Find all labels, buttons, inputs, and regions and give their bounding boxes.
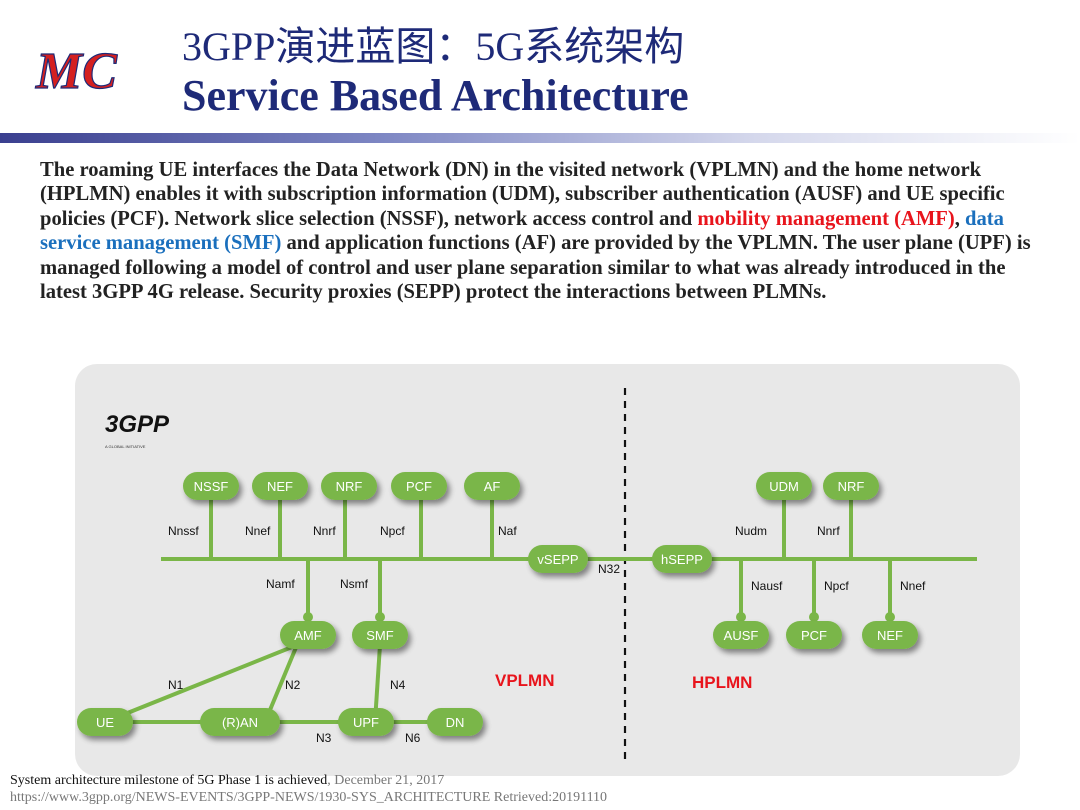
3gpp-logo-subtitle: A GLOBAL INITIATIVE [105,444,146,449]
node-hsepp [652,545,712,573]
node-smf [352,621,408,649]
node-dn [427,708,483,736]
node-udm [756,472,812,500]
iface-n6: N6 [405,731,421,745]
title-chinese: 3GPP演进蓝图：5G系统架构 [182,24,685,69]
body-text-amf-highlight: mobility management (AMF) [697,207,955,230]
footer-citation: System architecture milestone of 5G Phas… [10,772,607,806]
architecture-diagram-svg: 3GPP A GLOBAL INITIATIVE [77,388,977,759]
iface-npcf-vplmn: Npcf [380,524,405,538]
node-vsepp-label: vSEPP [537,552,578,567]
node-hsepp-label: hSEPP [661,552,703,567]
node-amf-label: AMF [294,628,322,643]
iface-n32: N32 [598,562,620,576]
node-nssf [183,472,239,500]
node-pcf-hplmn-label: PCF [801,628,827,643]
region-hplmn: HPLMN [692,673,752,692]
iface-n4: N4 [390,678,406,692]
node-nef-hplmn [862,621,918,649]
iface-npcf-hplmn: Npcf [824,579,849,593]
iface-nsmf: Nsmf [340,577,369,591]
iface-nnef-vplmn: Nnef [245,524,271,538]
iface-namf: Namf [266,577,295,591]
iface-nnef-hplmn: Nnef [900,579,926,593]
node-upf-label: UPF [353,715,379,730]
node-ausf-label: AUSF [724,628,759,643]
node-nrf-hplmn [823,472,879,500]
iface-nnrf-vplmn: Nnrf [313,524,336,538]
node-af-label: AF [484,479,501,494]
body-text-part1: The roaming UE interfaces the Data Netwo… [40,159,1005,230]
node-nrf-vplmn [321,472,377,500]
footer-source-url: https://www.3gpp.org/NEWS-EVENTS/3GPP-NE… [10,790,608,805]
node-ue-label: UE [96,715,114,730]
node-nef-vplmn [252,472,308,500]
node-nrf-vplmn-label: NRF [336,479,363,494]
title-divider-bar [0,133,1080,143]
region-vplmn: VPLMN [495,671,555,690]
node-udm-label: UDM [769,479,799,494]
body-text-smf-highlight: data service management (SMF) [40,207,1004,255]
iface-n1: N1 [168,678,184,692]
node-nef-vplmn-label: NEF [267,479,293,494]
node-pcf-vplmn-label: PCF [406,479,432,494]
footer-line1-date: , December 21, 2017 [327,773,445,788]
node-ue [77,708,133,736]
body-text-part2: and application functions (AF) are provi… [40,232,1031,304]
node-ausf [713,621,769,649]
node-nrf-hplmn-label: NRF [838,479,865,494]
iface-naf: Naf [498,524,517,538]
mc-logo: MC [34,42,118,100]
iface-nnrf-hplmn: Nnrf [817,524,840,538]
body-paragraph: The roaming UE interfaces the Data Netwo… [40,158,1050,304]
iface-nnssf: Nnssf [168,524,199,538]
node-upf [338,708,394,736]
iface-nudm: Nudm [735,524,767,538]
title-english: Service Based Architecture [182,71,689,120]
mc-logo-text: MC [35,43,118,100]
body-text-sep: , [954,207,966,230]
node-pcf-hplmn [786,621,842,649]
iface-n3: N3 [316,731,332,745]
node-ran-label: (R)AN [222,715,258,730]
node-smf-label: SMF [366,628,394,643]
node-amf [280,621,336,649]
node-ran [200,708,280,736]
node-nef-hplmn-label: NEF [877,628,903,643]
node-dn-label: DN [446,715,465,730]
node-nssf-label: NSSF [194,479,229,494]
node-pcf-vplmn [391,472,447,500]
iface-nausf: Nausf [751,579,783,593]
node-vsepp [528,545,588,573]
3gpp-logo-text: 3GPP [105,411,170,438]
iface-n2: N2 [285,678,301,692]
footer-line1: System architecture milestone of 5G Phas… [10,772,607,789]
node-af [464,472,520,500]
3gpp-logo: 3GPP A GLOBAL INITIATIVE [105,411,170,449]
footer-line1-main: System architecture milestone of 5G Phas… [10,773,328,788]
architecture-diagram: 3GPP A GLOBAL INITIATIVE [75,364,1020,776]
